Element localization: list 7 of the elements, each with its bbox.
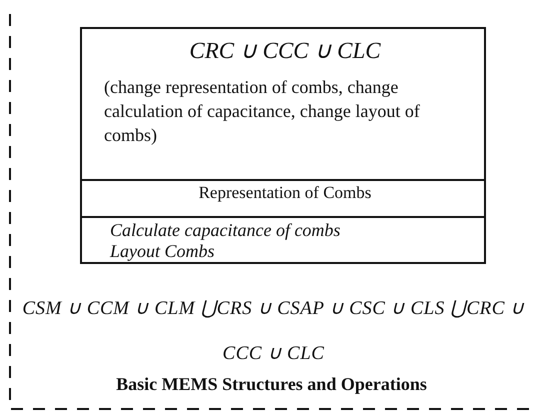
class-description: (change representation of combs, change calculation of capacitance, change layout of combs) bbox=[104, 76, 421, 147]
set-formula: CSM ∪ CCM ∪ CLM ⋃CRS ∪ CSAP ∪ CSC ∪ CLS ⋃CRC ∪ CCC ∪ CLC bbox=[21, 297, 526, 366]
region-heading: Basic MEMS Structures and Operations bbox=[115, 374, 428, 395]
class-formula: CRC ∪ CCC ∪ CLC bbox=[188, 37, 382, 64]
class-operations: Calculate capacitance of combs Layout Combs bbox=[110, 220, 342, 262]
class-attribute: Representation of Combs bbox=[198, 183, 372, 203]
class-box bbox=[80, 27, 486, 264]
